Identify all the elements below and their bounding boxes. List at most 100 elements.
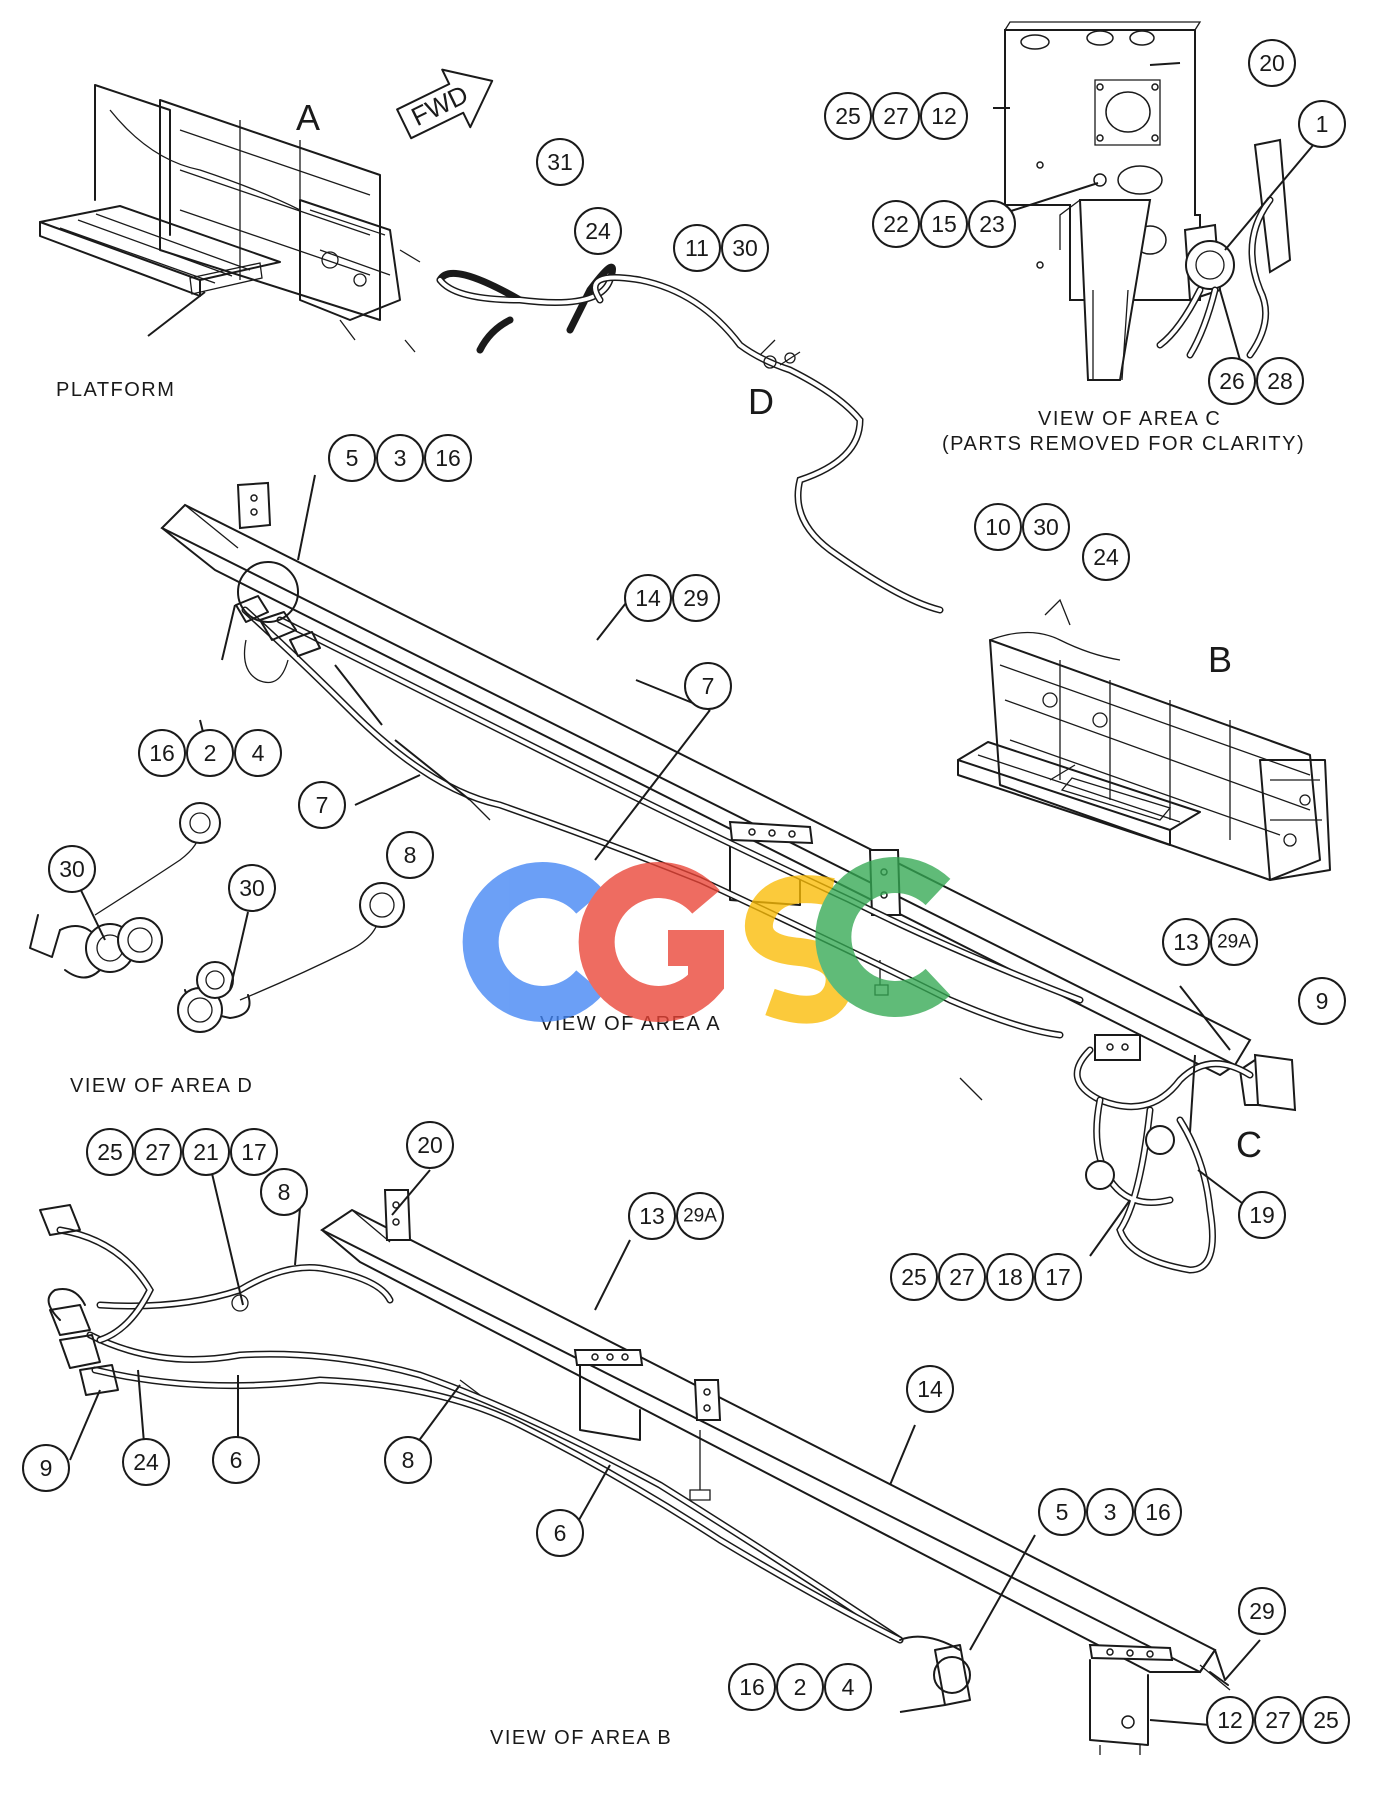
callout-number: 27: [949, 1264, 975, 1290]
platform-caption: PLATFORM: [56, 379, 175, 401]
callout-bubble: [1134, 1488, 1182, 1536]
callout-number: 8: [402, 1447, 415, 1473]
callout-bubble: [824, 1663, 872, 1711]
callout-bubble: [1162, 918, 1210, 966]
callout-number: 16: [149, 740, 175, 766]
callout-number: 9: [40, 1455, 53, 1481]
callout-number: 30: [732, 235, 758, 261]
callout-bubble: [1082, 533, 1130, 581]
area-c-letter: C: [1236, 1124, 1262, 1165]
callout-group-g-a8: 8: [386, 831, 434, 879]
callout-number: 13: [1173, 929, 1199, 955]
callout-bubble: [721, 224, 769, 272]
callout-bubble: [890, 1253, 938, 1301]
callout-bubble: [1208, 357, 1256, 405]
callout-bubble: [920, 200, 968, 248]
callout-bubble: [48, 845, 96, 893]
callout-bubble: [1034, 1253, 1082, 1301]
callout-bubble: [22, 1444, 70, 1492]
callout-group-g-b8-top: 8: [260, 1168, 308, 1216]
callout-number: 15: [931, 211, 957, 237]
callout-bubble: [386, 831, 434, 879]
callout-number: 23: [979, 211, 1005, 237]
view-area-b-drawing: [39, 1164, 1261, 1755]
callout-bubble: [1256, 357, 1304, 405]
callout-number: 8: [278, 1179, 291, 1205]
area-b-letter: B: [1208, 639, 1232, 680]
platform-a-drawing: [39, 84, 421, 353]
callout-number: 9: [1316, 988, 1329, 1014]
callout-group-g-b20: 20: [406, 1121, 454, 1169]
callout-bubble: [406, 1121, 454, 1169]
callout-bubble: [536, 138, 584, 186]
callout-bubble: [1022, 503, 1070, 551]
callout-number: 24: [585, 218, 611, 244]
callout-group-g-a9: 9: [1298, 977, 1346, 1025]
platform-b-drawing: [957, 598, 1331, 881]
view-area-d-caption: VIEW OF AREA D: [70, 1075, 253, 1097]
callout-bubble: [624, 574, 672, 622]
callout-number: 7: [316, 792, 329, 818]
callout-bubble: [1298, 100, 1346, 148]
callout-group-g-b6-m: 6: [536, 1509, 584, 1557]
callout-group-g-c20: 20: [1248, 39, 1296, 87]
callout-number: 30: [239, 875, 265, 901]
callout-group-g-c31: 31: [536, 138, 584, 186]
callout-bubble: [938, 1253, 986, 1301]
callout-number: 16: [435, 445, 461, 471]
callout-bubble: [920, 92, 968, 140]
callout-number: 17: [241, 1139, 267, 1165]
callout-group-g-c1: 1: [1298, 100, 1346, 148]
callout-group-g-b6-l: 6: [212, 1436, 260, 1484]
callout-number: 7: [702, 673, 715, 699]
callout-bubble: [186, 729, 234, 777]
callout-number: 29: [1249, 1598, 1275, 1624]
callout-bubble: [1298, 977, 1346, 1025]
callout-number: 18: [997, 1264, 1023, 1290]
callout-bubble: [376, 434, 424, 482]
callout-number: 4: [252, 740, 265, 766]
callout-bubble: [182, 1128, 230, 1176]
callout-number: 26: [1219, 368, 1245, 394]
callout-bubble: [628, 1192, 676, 1240]
callout-bubble: [260, 1168, 308, 1216]
callout-number: 27: [1265, 1707, 1291, 1733]
callout-bubble: [684, 662, 732, 710]
callout-bubble: [728, 1663, 776, 1711]
view-area-c-note: (PARTS REMOVED FOR CLARITY): [942, 433, 1305, 455]
callout-bubble: [872, 92, 920, 140]
callout-number: 16: [739, 1674, 765, 1700]
callout-group-g-a7-l: 7: [298, 781, 346, 829]
callout-number: 10: [985, 514, 1011, 540]
callout-bubble: [536, 1509, 584, 1557]
area-d-letter: D: [748, 381, 774, 422]
callout-number: 21: [193, 1139, 219, 1165]
callout-bubble: [1206, 1696, 1254, 1744]
callout-number: 22: [883, 211, 909, 237]
callout-group-g-vd30a: 30: [48, 845, 96, 893]
callout-group-g-b9: 9: [22, 1444, 70, 1492]
callout-number: 1: [1316, 111, 1329, 137]
callout-bubble: [228, 864, 276, 912]
callout-number: 29A: [1217, 932, 1251, 953]
callout-bubble: [1210, 918, 1258, 966]
callout-bubble: [1302, 1696, 1350, 1744]
view-area-d-drawing: [29, 802, 405, 1033]
callout-number: 13: [639, 1203, 665, 1229]
callout-number: 16: [1145, 1499, 1171, 1525]
callout-bubble: [1238, 1587, 1286, 1635]
callout-number: 25: [901, 1264, 927, 1290]
callout-bubble: [872, 200, 920, 248]
callout-group-g-c22-15-23: 22 15 23: [872, 200, 1016, 248]
callout-number: 29: [683, 585, 709, 611]
callout-group-g-vd30b: 30: [228, 864, 276, 912]
callout-bubble: [1248, 39, 1296, 87]
callout-bubble: [384, 1436, 432, 1484]
callout-number: 25: [835, 103, 861, 129]
